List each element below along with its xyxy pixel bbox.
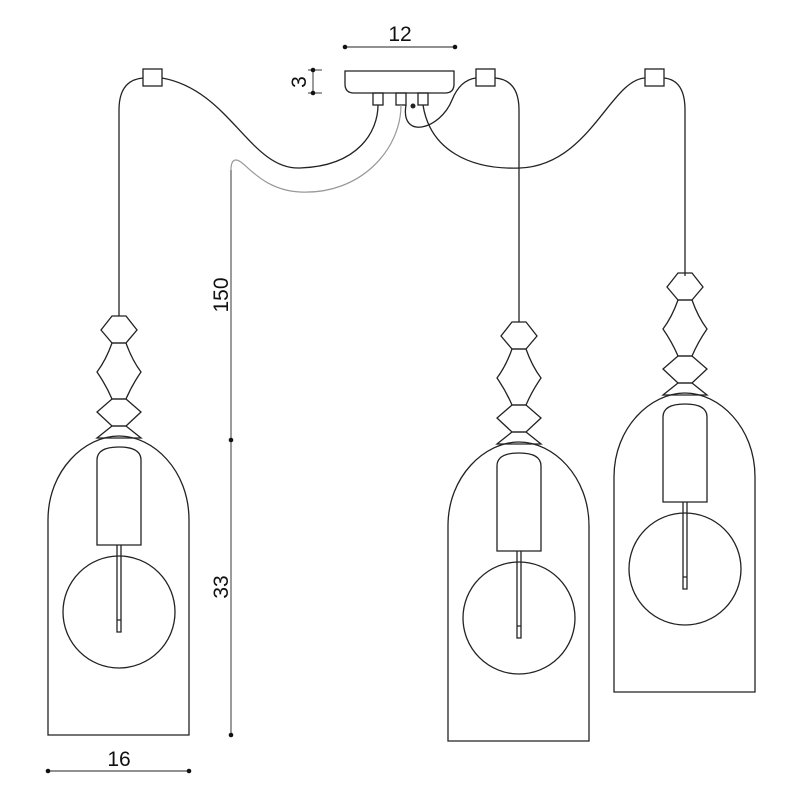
lamp-socket	[96, 446, 142, 546]
glass-shade	[47, 435, 190, 736]
ceiling-hook-middle	[475, 68, 496, 87]
bead-top	[100, 315, 138, 344]
lamp-socket	[662, 403, 708, 503]
bead-top	[500, 321, 538, 350]
shade-collar	[661, 382, 709, 396]
bulb-filament	[516, 551, 522, 639]
lamp-middle	[447, 321, 590, 742]
bead-bottom	[96, 398, 142, 427]
bulb-filament	[682, 502, 688, 590]
lamp-right	[613, 272, 756, 693]
shade-collar	[95, 425, 143, 439]
ceiling-canopy	[344, 70, 455, 109]
glass-shade	[613, 392, 756, 693]
cable-length-label: 150	[210, 277, 233, 312]
bead-bottom	[662, 355, 708, 384]
bulb	[62, 555, 176, 669]
shade-width-label: 16	[107, 748, 130, 771]
glass-shade	[447, 441, 590, 742]
dimension-lines	[45, 44, 458, 774]
bulb	[628, 512, 742, 626]
bead-bottom	[496, 404, 542, 433]
bulb-filament	[116, 545, 122, 633]
bead-diamond	[496, 348, 542, 406]
lamp-socket	[496, 452, 542, 552]
ceiling-hook-right	[644, 68, 665, 87]
shade-collar	[495, 431, 543, 445]
bead-diamond	[662, 299, 708, 357]
canopy-height-label: 3	[288, 76, 311, 88]
bulb	[462, 561, 576, 675]
ceiling-hook-left	[142, 68, 163, 87]
shade-height-label: 33	[210, 575, 233, 598]
lamp-left	[47, 315, 190, 736]
bead-top	[666, 272, 704, 301]
bead-diamond	[96, 342, 142, 400]
cables	[118, 77, 686, 322]
canopy-width-label: 12	[388, 23, 411, 46]
